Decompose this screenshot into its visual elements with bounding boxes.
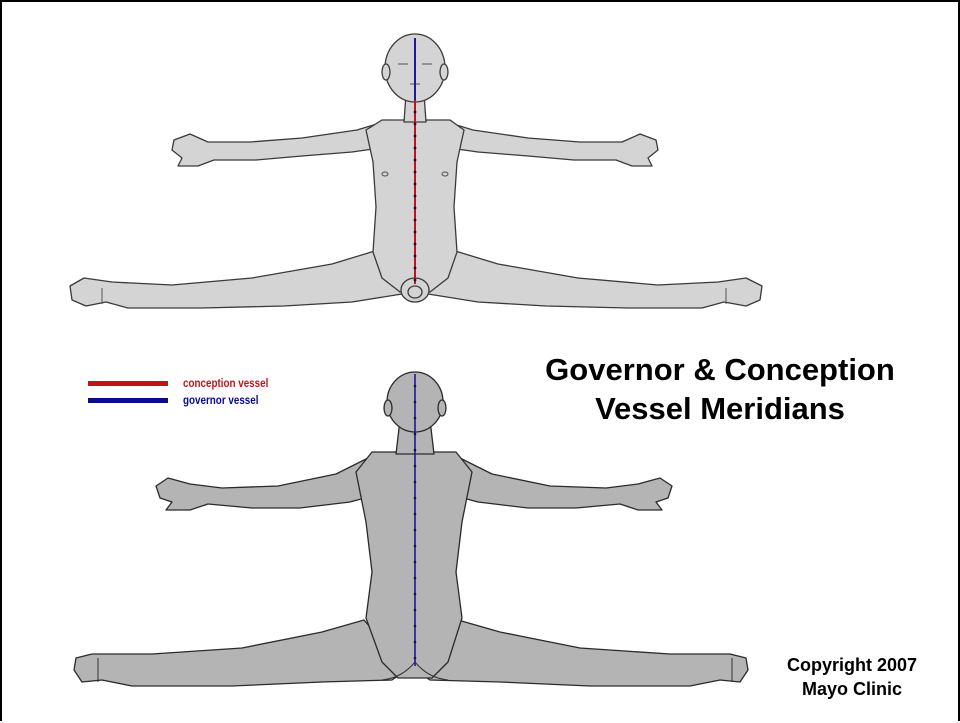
slide-title: Governor & Conception Vessel Meridians [480, 350, 960, 428]
front-meridian-points [414, 111, 417, 282]
governor-vessel-swatch [88, 398, 168, 403]
title-line-1: Governor & Conception [480, 350, 960, 389]
legend-label-governor: governor vessel [183, 393, 258, 407]
copyright-line-2: Mayo Clinic [742, 677, 960, 701]
title-line-2: Vessel Meridians [480, 389, 960, 428]
legend-label-conception: conception vessel [183, 376, 268, 390]
copyright-notice: Copyright 2007 Mayo Clinic [742, 653, 960, 701]
conception-vessel-swatch [88, 381, 168, 386]
copyright-line-1: Copyright 2007 [742, 653, 960, 677]
